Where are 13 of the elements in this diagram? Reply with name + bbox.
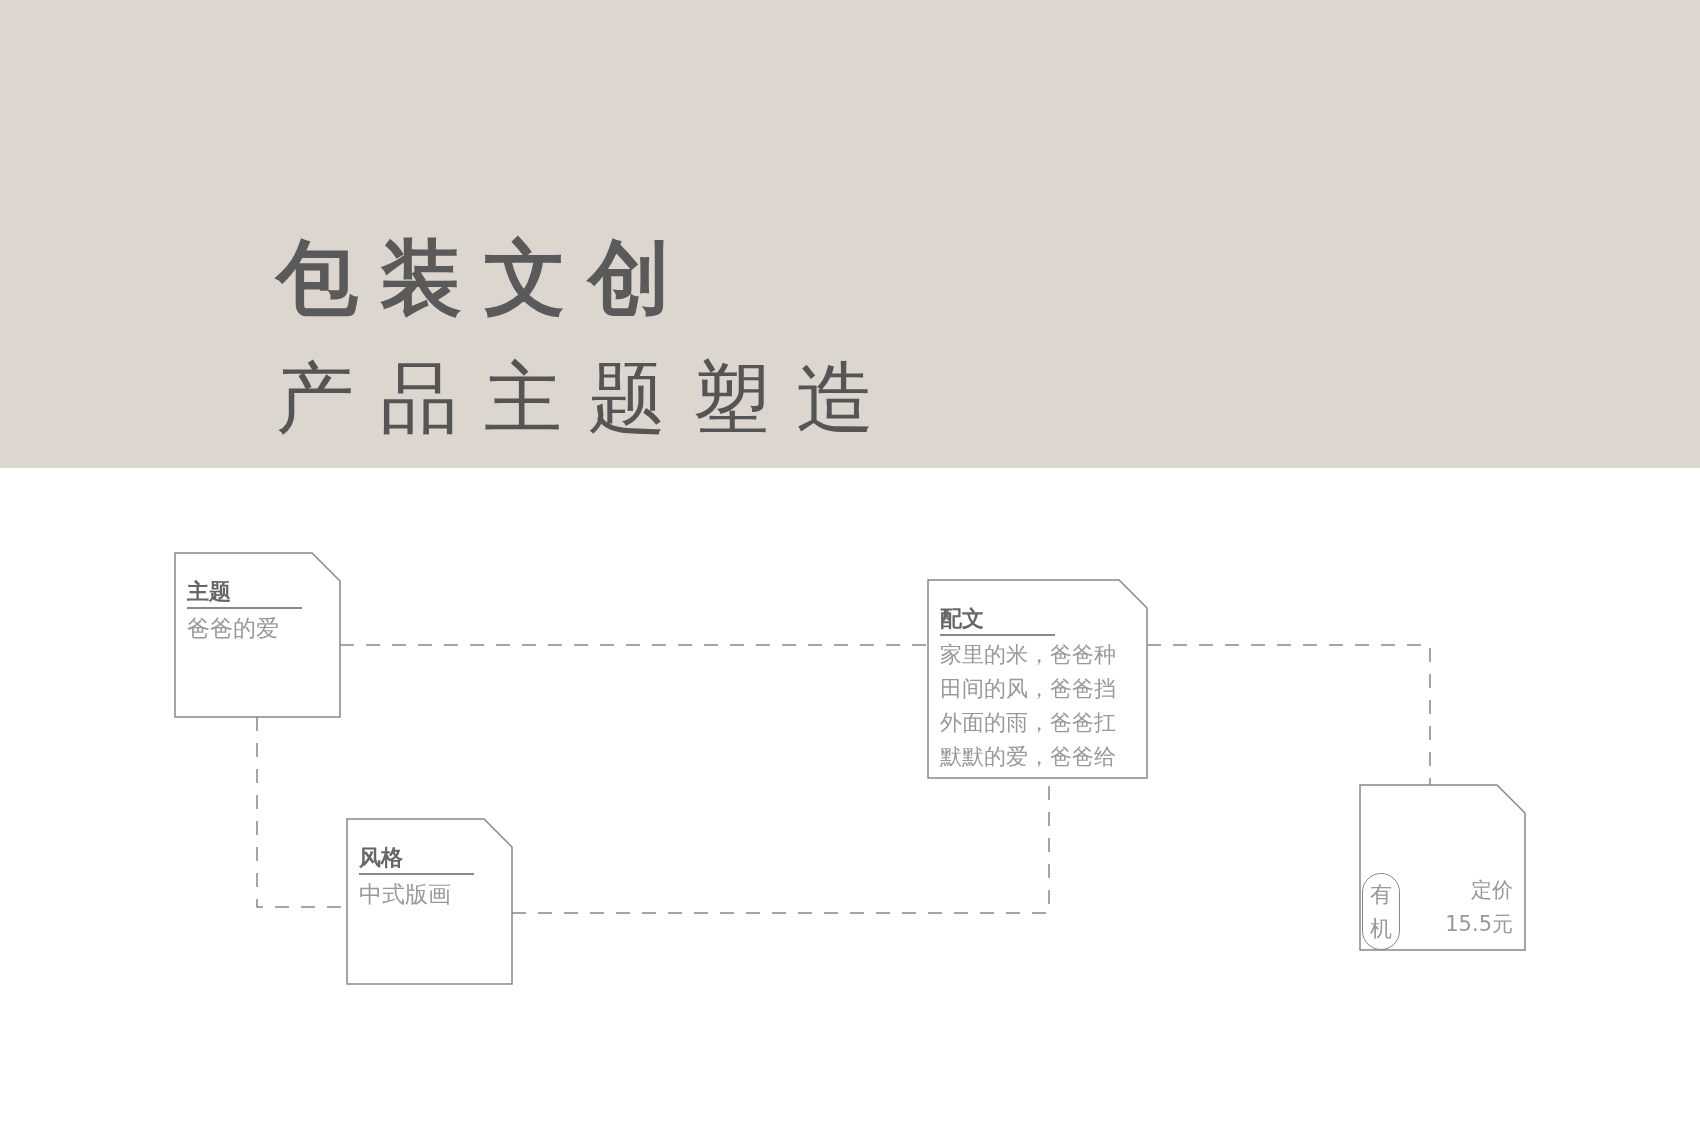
note-card bbox=[1360, 785, 1525, 950]
card-heading: 主题 bbox=[187, 577, 302, 609]
card-heading: 配文 bbox=[940, 604, 1055, 636]
card-text: 爸爸的爱 bbox=[187, 614, 280, 643]
card-heading: 风格 bbox=[359, 843, 474, 875]
title: 包装文创 bbox=[276, 229, 692, 327]
card-text: 中式版画 bbox=[359, 880, 452, 909]
card-text: 家里的米，爸爸种田间的风，爸爸挡外面的雨，爸爸扛默默的爱，爸爸给 bbox=[940, 641, 1117, 771]
note-card bbox=[347, 819, 512, 984]
price-text: 定价15.5元 bbox=[1444, 877, 1513, 938]
note-card bbox=[175, 553, 340, 717]
note-card bbox=[928, 580, 1147, 778]
subtitle: 产品主题塑造 bbox=[276, 352, 900, 445]
